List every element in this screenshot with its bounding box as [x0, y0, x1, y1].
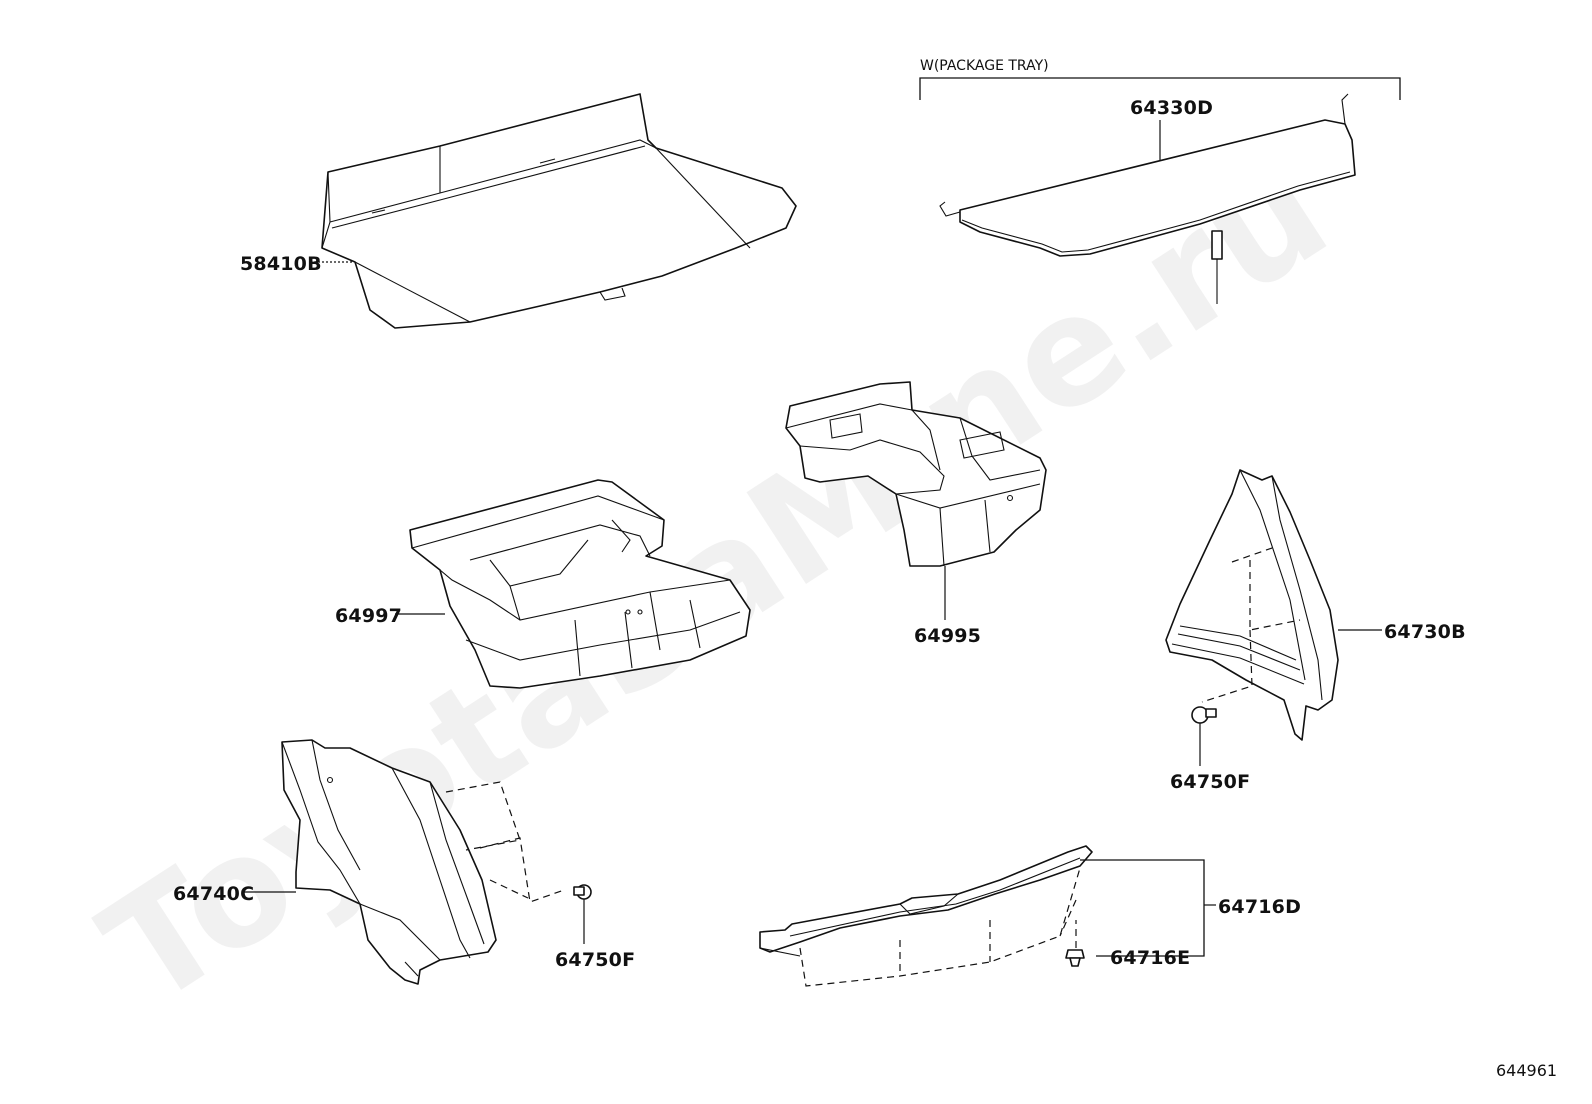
- package-tray-drawing: [939, 93, 1356, 304]
- part-number-64995[interactable]: 64995: [914, 625, 981, 647]
- rear-plate-dashed-outline: [799, 867, 1081, 987]
- part-number-64716E[interactable]: 64716E: [1110, 947, 1190, 969]
- part-number-64997[interactable]: 64997: [335, 605, 402, 627]
- clip-rear-drawing: [1065, 949, 1085, 967]
- side-trim-left-dashed-outline: [445, 781, 565, 903]
- part-number-64750F-right[interactable]: 64750F: [1170, 771, 1250, 793]
- clip-right-drawing: [1191, 706, 1217, 724]
- deck-box-center-drawing: [785, 381, 1047, 567]
- part-number-64750F-left[interactable]: 64750F: [555, 949, 635, 971]
- package-tray-bracket: [919, 77, 1401, 100]
- side-trim-right-dashed-outline: [1201, 547, 1301, 703]
- part-number-64330D[interactable]: 64330D: [1130, 97, 1213, 119]
- side-trim-left-drawing: [281, 739, 497, 985]
- diagram-code: 644961: [1496, 1061, 1557, 1080]
- deck-box-left-drawing: [409, 479, 751, 689]
- rear-plate-bracket: [1080, 859, 1205, 957]
- package-tray-group-label: W(PACKAGE TRAY): [920, 58, 1049, 74]
- part-number-58410B[interactable]: 58410B: [240, 253, 322, 275]
- part-number-64740C[interactable]: 64740C: [173, 883, 254, 905]
- luggage-mat-drawing: [321, 93, 797, 329]
- part-number-64716D[interactable]: 64716D: [1218, 896, 1301, 918]
- rear-plate-drawing: [759, 845, 1093, 957]
- side-trim-right-drawing: [1165, 469, 1339, 741]
- clip-left-drawing: [573, 884, 592, 900]
- part-number-64730B[interactable]: 64730B: [1384, 621, 1466, 643]
